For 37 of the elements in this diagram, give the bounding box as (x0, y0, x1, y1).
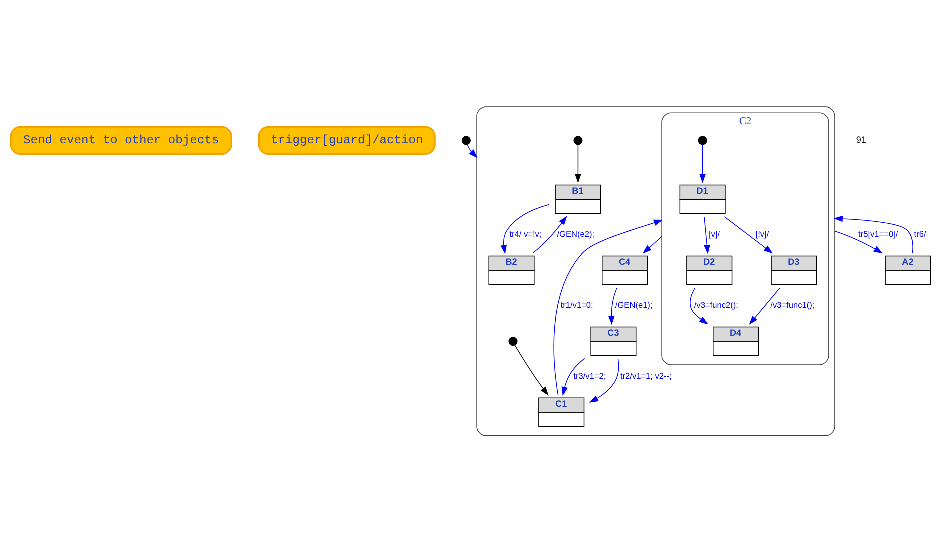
edge-label: tr4/ v=!v; (510, 228, 542, 239)
edge-label: /v3=func1(); (770, 300, 815, 310)
node-box: trigger[guard]/action (258, 126, 436, 155)
edge-label: tr2/v1=1; v2--; (620, 370, 672, 381)
arrow (562, 358, 586, 396)
node-circle (574, 136, 583, 145)
arrow (724, 216, 774, 254)
node-box: Send event to other objects (10, 126, 232, 155)
edge-label: /GEN(e1); (615, 300, 653, 310)
label: 91 (856, 134, 866, 145)
edge-label: /GEN(e2); (557, 228, 595, 239)
arrow (834, 215, 914, 253)
edge-label: tr6/ (914, 228, 926, 239)
arrow (554, 219, 664, 395)
arrow (749, 287, 780, 324)
arrow (690, 287, 709, 324)
arrow (608, 287, 618, 325)
arrow (834, 230, 884, 254)
arrow (642, 236, 662, 254)
node-circle (508, 336, 518, 346)
arrow (532, 216, 568, 254)
node-circle (462, 136, 471, 145)
edge-label: [v]/ (708, 228, 720, 239)
edge-label: tr3/v1=2; (574, 370, 606, 381)
cluster (476, 106, 836, 436)
arrow (589, 358, 620, 402)
arrow (700, 144, 706, 183)
arrow (514, 344, 549, 396)
arrow (467, 144, 478, 158)
node-circle (698, 136, 708, 145)
arrow (704, 216, 710, 254)
edge-label: tr1/v1=0; (560, 300, 594, 310)
edge-label: [!v]/ (756, 228, 770, 239)
edge-label: tr5[v1==0]/ (858, 228, 898, 239)
arrow (500, 204, 550, 254)
arrow (575, 144, 582, 183)
edge-label: /v3=func2(); (694, 300, 738, 310)
